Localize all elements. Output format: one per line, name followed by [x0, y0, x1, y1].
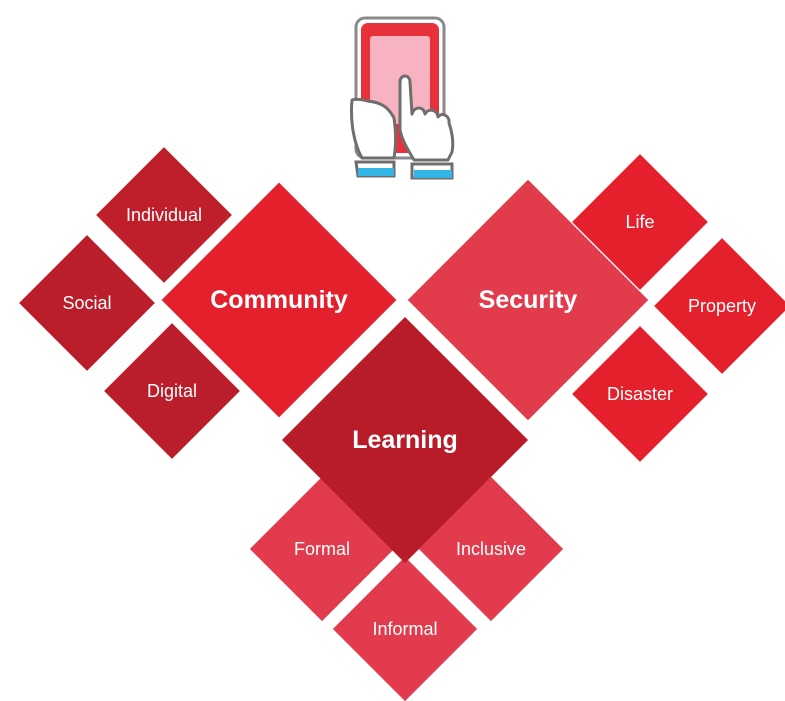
- tile-property[interactable]: Property: [674, 258, 770, 354]
- tile-security[interactable]: Security: [443, 215, 613, 385]
- tile-individual[interactable]: Individual: [116, 167, 212, 263]
- tile-label: Individual: [125, 204, 203, 225]
- tile-title: Learning: [352, 425, 458, 454]
- tile-label: Social: [62, 292, 112, 313]
- tile-inclusive[interactable]: Inclusive: [440, 498, 542, 600]
- tile-formal[interactable]: Formal: [271, 498, 373, 600]
- tile-life[interactable]: Life: [592, 174, 688, 270]
- tile-label: Inclusive: [455, 538, 527, 559]
- tile-title: Security: [478, 285, 578, 314]
- tile-label: Informal: [372, 618, 438, 639]
- tile-social[interactable]: Social: [39, 255, 135, 351]
- tile-label: Formal: [293, 538, 350, 559]
- tablet-touch-icon: [350, 16, 455, 180]
- tile-label: Property: [687, 295, 757, 316]
- tile-label: Life: [625, 211, 655, 232]
- tile-disaster[interactable]: Disaster: [592, 346, 688, 442]
- tile-digital[interactable]: Digital: [124, 343, 220, 439]
- tile-label: Digital: [146, 380, 198, 401]
- tile-title: Community: [210, 285, 348, 314]
- tile-learning[interactable]: Learning: [318, 353, 492, 527]
- tile-label: Disaster: [606, 383, 673, 404]
- tile-informal[interactable]: Informal: [354, 578, 456, 680]
- tile-community[interactable]: Community: [196, 217, 362, 383]
